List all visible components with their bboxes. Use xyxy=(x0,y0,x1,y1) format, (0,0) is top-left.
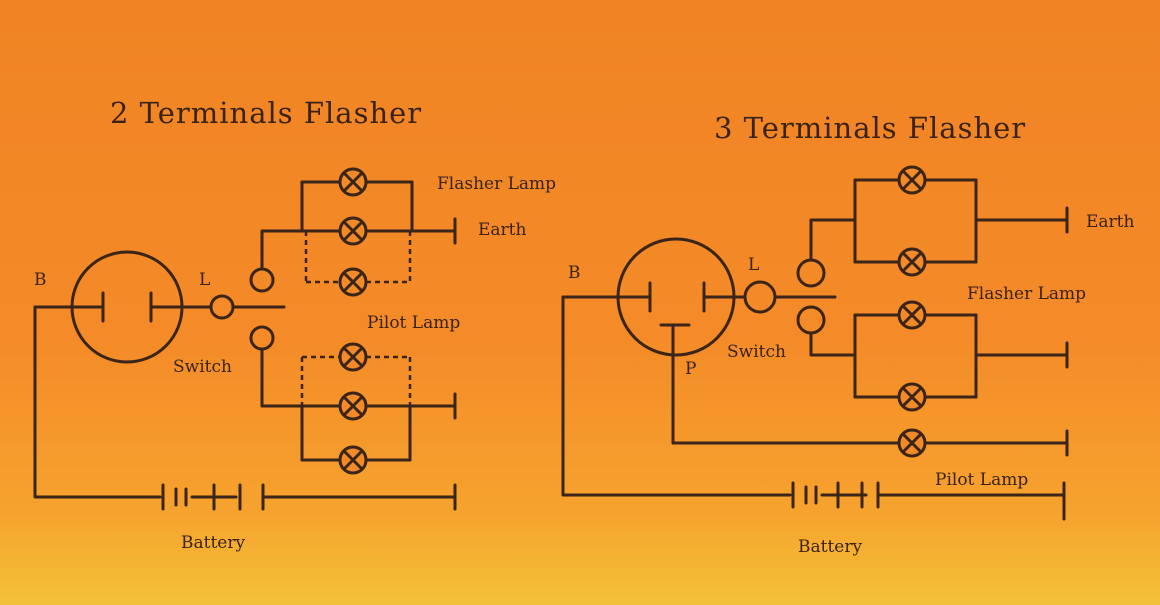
left-switch-contact-upper xyxy=(249,267,275,293)
right-circuit xyxy=(561,165,1069,521)
right-battery-label: Battery xyxy=(798,537,863,557)
right-pilot-lamp xyxy=(897,428,927,458)
left-pilot-lamp-optional xyxy=(338,342,368,372)
left-b-label: B xyxy=(34,270,47,290)
left-return-wire xyxy=(33,305,162,499)
right-pilot-lamp-label: Pilot Lamp xyxy=(935,470,1029,490)
right-flasher-lamp-label: Flasher Lamp xyxy=(967,284,1087,304)
right-return-wire xyxy=(561,295,792,497)
right-earth-label: Earth xyxy=(1086,212,1135,232)
left-l-label: L xyxy=(199,270,211,290)
left-flasher-lamp-label: Flasher Lamp xyxy=(437,174,557,194)
right-flasher-lamp-4 xyxy=(897,382,927,412)
right-switch-label: Switch xyxy=(727,342,786,362)
right-p-label: P xyxy=(685,359,697,379)
left-earth-label: Earth xyxy=(478,220,527,240)
right-battery-symbol xyxy=(791,481,880,509)
left-switch-contact-lower xyxy=(249,325,275,351)
right-l-label: L xyxy=(748,255,760,275)
left-pilot-lamp-label: Pilot Lamp xyxy=(367,313,461,333)
right-flasher-lamp-2 xyxy=(897,247,927,277)
left-pilot-lamp-2 xyxy=(338,445,368,475)
left-switch-label: Switch xyxy=(173,357,232,377)
left-battery-label: Battery xyxy=(181,533,246,553)
left-flasher-lamp-optional xyxy=(338,267,368,297)
left-l-terminal xyxy=(209,294,235,320)
right-switch-contact-upper xyxy=(796,258,826,288)
right-flasher-lamp-3 xyxy=(897,300,927,330)
left-flasher-lamp-2 xyxy=(338,216,368,246)
right-l-terminal xyxy=(743,280,777,314)
right-b-label: B xyxy=(568,263,581,283)
left-battery-symbol xyxy=(161,483,265,511)
right-switch-contact-lower xyxy=(796,305,826,335)
left-circuit xyxy=(33,167,457,511)
right-flasher-lamp-1 xyxy=(897,165,927,195)
left-flasher-lamp-1 xyxy=(338,167,368,197)
left-pilot-lamp-1 xyxy=(338,391,368,421)
right-diagram-title: 3 Terminals Flasher xyxy=(714,111,1027,145)
left-diagram-title: 2 Terminals Flasher xyxy=(110,96,423,130)
